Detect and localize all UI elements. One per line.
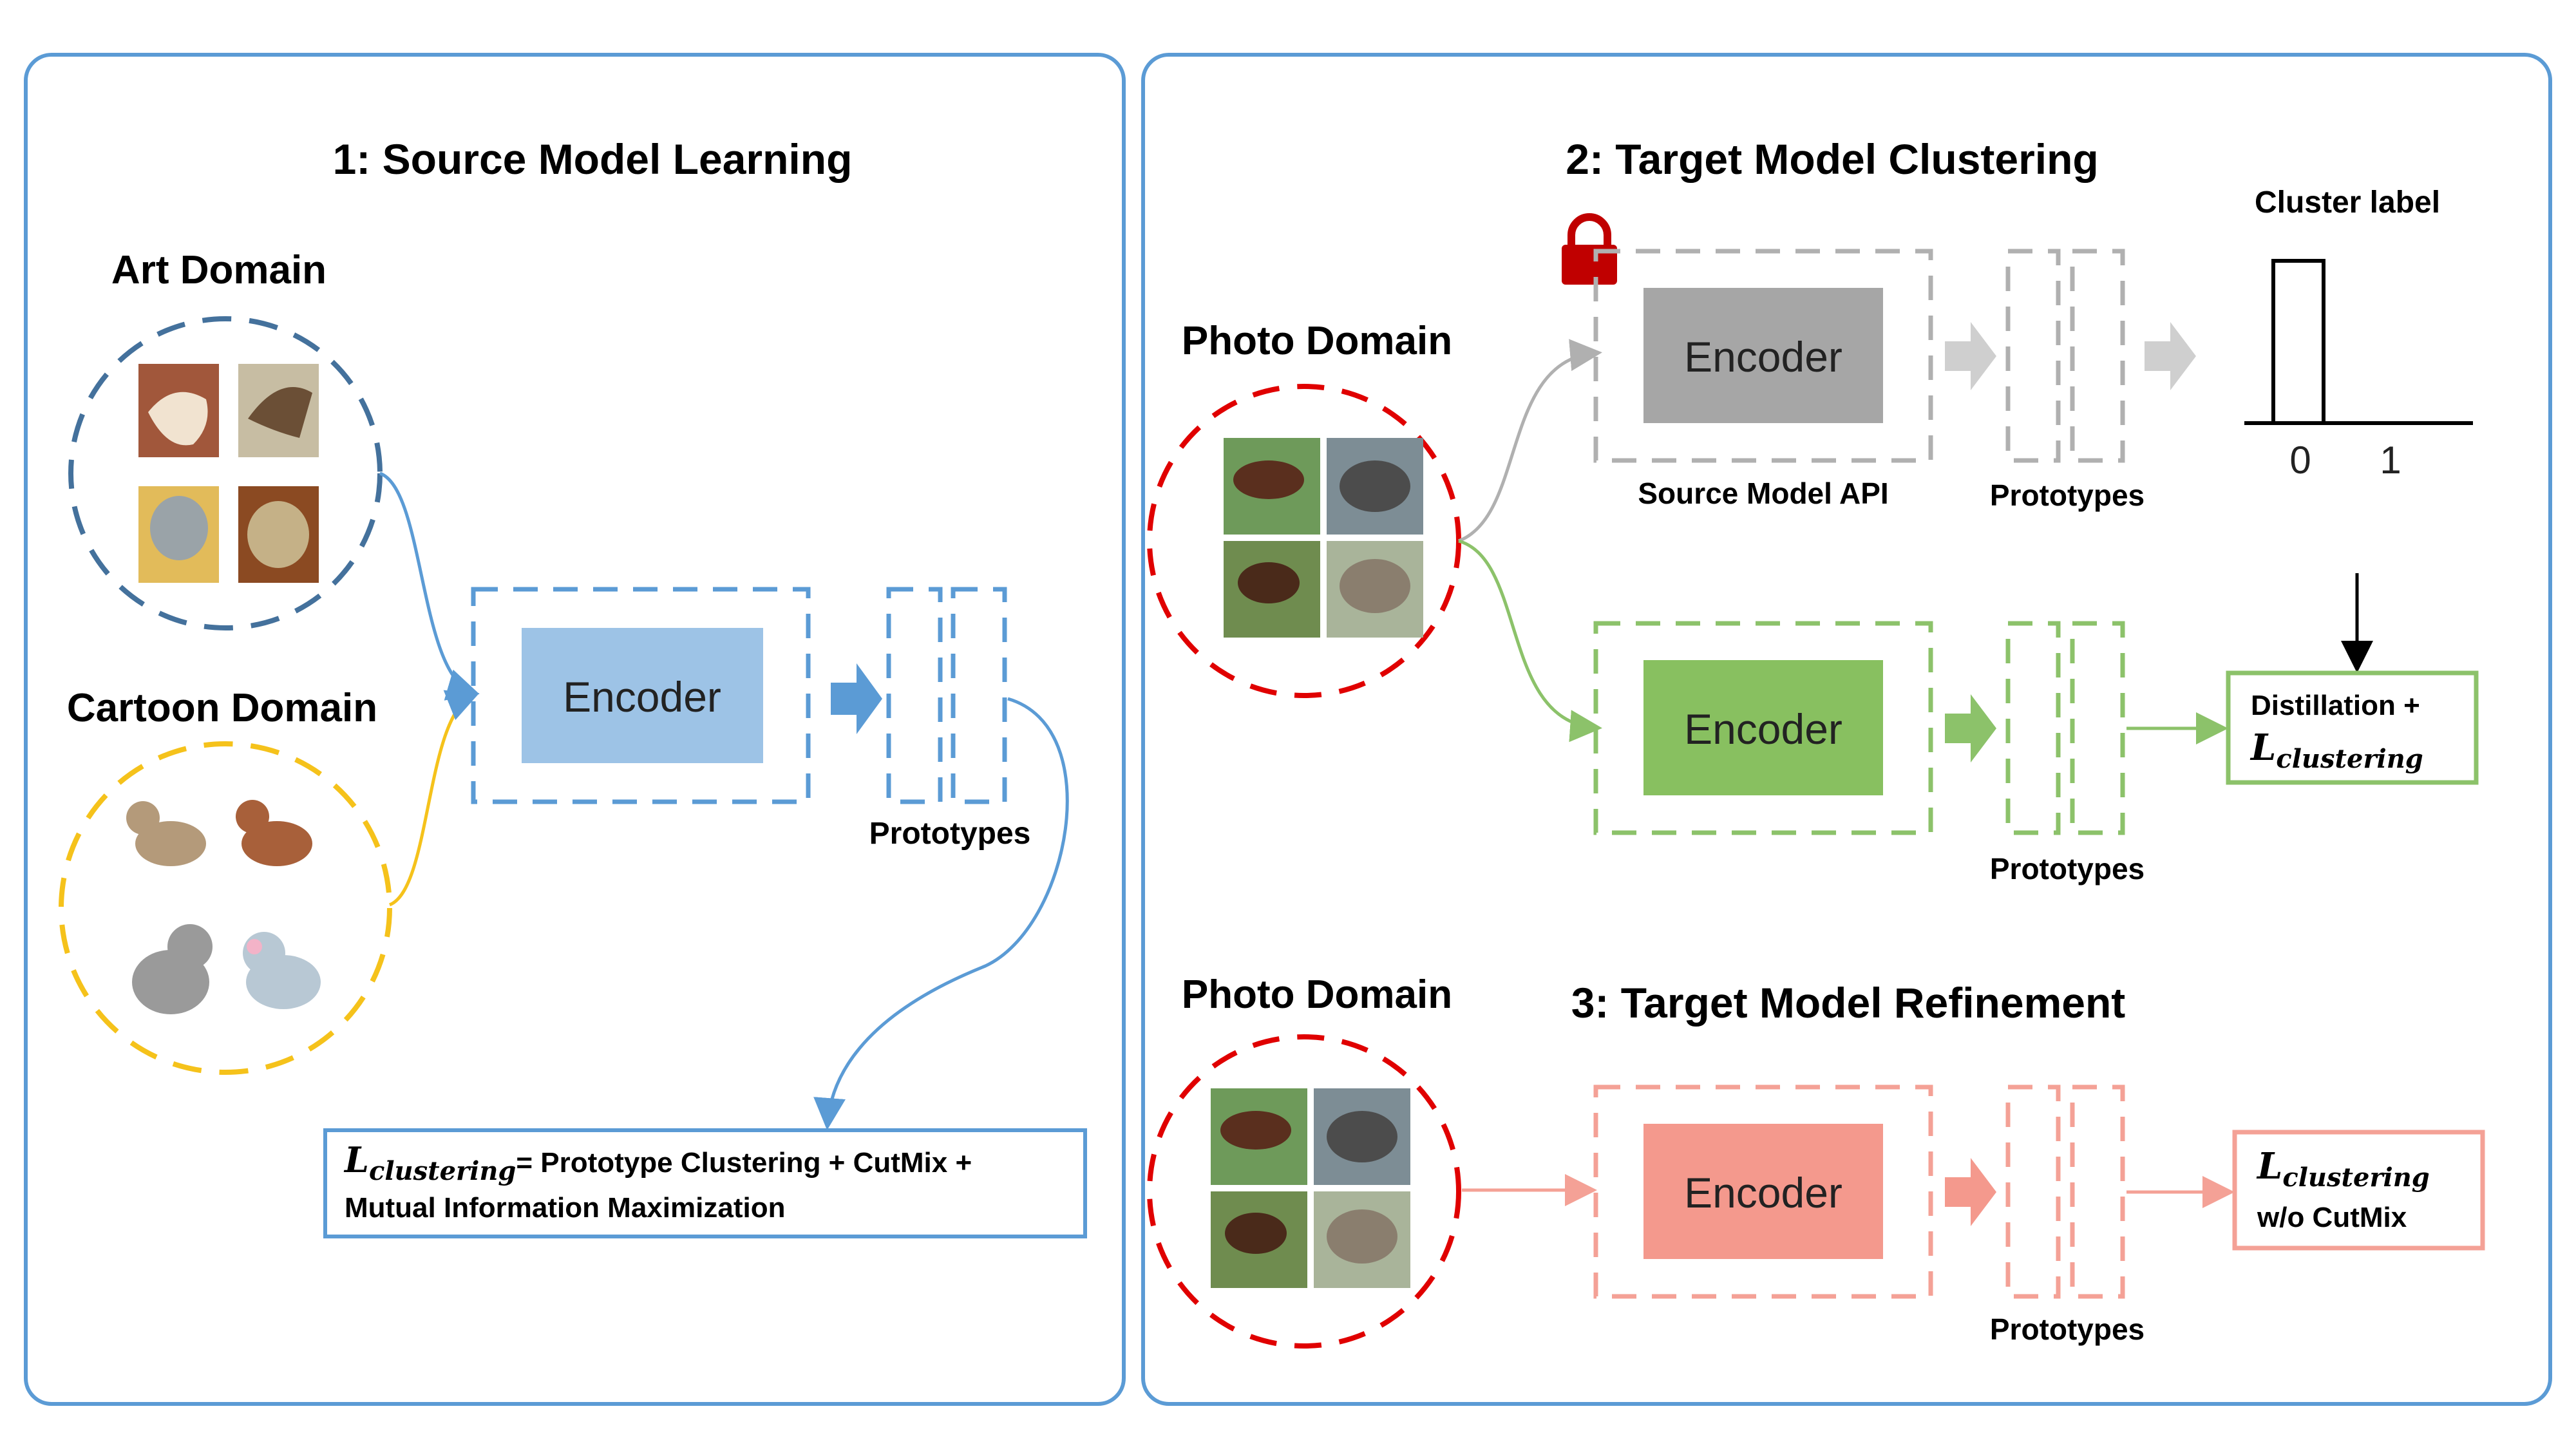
photo-elephant-1-body [1340, 460, 1410, 512]
mid-prototypes-label: Prototypes [1990, 852, 2145, 886]
cartoon-domain-label: Cartoon Domain [67, 686, 377, 730]
refine-loss-symbol: L [2256, 1145, 2282, 1188]
panel-source-model-learning: 1: Source Model Learning Art Domain Cart… [24, 53, 1126, 1406]
distillation-line1: Distillation + [2251, 690, 2420, 721]
cartoon-elephant-2-head [243, 932, 285, 974]
art-image-horse-2-detail [248, 387, 312, 438]
prototypes-to-cluster-label-arrow [2145, 322, 2196, 390]
mid-prototype-bar-1 [2005, 621, 2061, 835]
distillation-box [2226, 670, 2479, 785]
cartoon-elephant-2-ear [247, 939, 262, 954]
panel1-loss-box [323, 1128, 1087, 1238]
panel1-loss-symbol: L [343, 1139, 369, 1180]
cluster-label-bar [2271, 259, 2325, 425]
panel3-photo-images [1211, 1088, 1410, 1288]
art-image-elephant-1-detail [150, 496, 208, 560]
photo3-elephant-1-body [1327, 1111, 1397, 1162]
cartoon-horse-2-head [236, 800, 269, 833]
mid-prototype-bar-2 [2070, 621, 2125, 835]
panel3-photo-domain-label: Photo Domain [1182, 972, 1452, 1017]
source-encoder-label: Encoder [1684, 333, 1842, 381]
refine-loss-line2: w/o CutMix [2257, 1202, 2407, 1233]
panel1-prototype-bar-1 [886, 587, 943, 804]
panel3-title: 3: Target Model Refinement [1571, 979, 2126, 1027]
cartoon-elephant-1-head [167, 924, 213, 969]
art-images [138, 364, 319, 583]
art-image-elephant-2-detail [247, 501, 309, 568]
art-domain-circle [68, 316, 383, 630]
photo-elephant-2-body [1340, 559, 1410, 613]
bottom-prototype-bar-2 [2070, 1084, 2125, 1299]
panel1-prototype-bar-2 [951, 587, 1007, 804]
panel1-loss-line1: Lclustering= Prototype Clustering + CutM… [343, 1139, 972, 1186]
panel3-photo-domain-circle [1147, 1034, 1461, 1349]
photo3-elephant-2-body [1327, 1209, 1397, 1264]
prototypes-to-loss-arrow [813, 697, 1069, 1130]
lock-icon [1562, 213, 1617, 285]
panel1-encoder-label: Encoder [563, 673, 721, 721]
photo3-horse-2-body [1225, 1213, 1287, 1254]
cluster-label-title: Cluster label [2255, 185, 2440, 220]
distillation-line2: Lclustering [2249, 726, 2423, 774]
refine-encoder-frame [1593, 1084, 1933, 1299]
panel2-photo-images [1224, 438, 1423, 638]
panel1-loss-line2: Mutual Information Maximization [345, 1192, 785, 1224]
source-encoder-frame [1593, 249, 1933, 463]
cartoon-images [126, 800, 321, 1014]
panel2-title: 2: Target Model Clustering [1566, 135, 2099, 183]
panel1-encoder-to-prototypes-arrow [831, 663, 882, 734]
panel1-loss-subscript: clustering [369, 1156, 516, 1186]
photo-to-target-encoder-arrow [1458, 539, 1602, 743]
top-prototypes-label: Prototypes [1990, 478, 2145, 512]
refine-loss-line1: Lclustering [2256, 1145, 2430, 1193]
art-domain-label: Art Domain [111, 248, 327, 292]
source-encoder-block [1643, 288, 1883, 423]
source-encoder-to-prototypes-arrow [1945, 322, 1996, 390]
refine-encoder-label: Encoder [1684, 1169, 1842, 1217]
bottom-prototype-bar-1 [2005, 1084, 2061, 1299]
panel1-border [24, 53, 1126, 1406]
cluster-label-tick-1: 1 [2380, 439, 2401, 482]
cluster-label-tick-0: 0 [2289, 439, 2311, 482]
cartoon-domain-circle [59, 741, 392, 1075]
bottom-prototypes-label: Prototypes [1990, 1312, 2145, 1346]
cartoon-horse-1-head [126, 801, 160, 835]
target-encoder-to-prototypes-arrow [1945, 694, 1996, 762]
top-prototype-bar-2 [2070, 249, 2125, 463]
photo-horse-2-body [1238, 562, 1300, 603]
panel2-photo-domain-label: Photo Domain [1182, 319, 1452, 363]
panel1-loss-rest: = Prototype Clustering + CutMix + [516, 1147, 972, 1179]
refine-encoder-block [1643, 1124, 1883, 1259]
panel1-prototypes-label: Prototypes [869, 817, 1031, 851]
distillation-loss-subscript: clustering [2276, 744, 2423, 774]
cartoon-to-encoder-arrow [388, 690, 480, 907]
panel-target: 2: Target Model Clustering Photo Domain … [1141, 53, 2552, 1406]
panel1-encoder-frame [471, 587, 811, 804]
photo-to-source-encoder-arrow [1458, 339, 1602, 543]
cartoon-horse-2 [242, 821, 312, 866]
target-encoder-frame [1593, 621, 1933, 835]
top-prototype-bar-1 [2005, 249, 2061, 463]
art-image-horse-1-detail [148, 392, 208, 446]
art-to-encoder-arrow [379, 471, 480, 701]
photo-horse-1-body [1233, 460, 1304, 499]
panel1-encoder-block [522, 628, 763, 763]
cartoon-horse-1 [135, 821, 206, 866]
photo3-horse-1-body [1220, 1111, 1291, 1150]
panel1-title: 1: Source Model Learning [333, 135, 853, 183]
distillation-loss-symbol: L [2249, 726, 2276, 769]
target-encoder-block [1643, 660, 1883, 795]
refine-loss-box [2232, 1130, 2485, 1251]
target-encoder-label: Encoder [1684, 705, 1842, 753]
refine-encoder-to-prototypes-arrow [1945, 1158, 1996, 1226]
refine-loss-subscript: clustering [2282, 1162, 2429, 1193]
panel2-border [1141, 53, 2552, 1406]
source-model-api-label: Source Model API [1638, 477, 1888, 510]
